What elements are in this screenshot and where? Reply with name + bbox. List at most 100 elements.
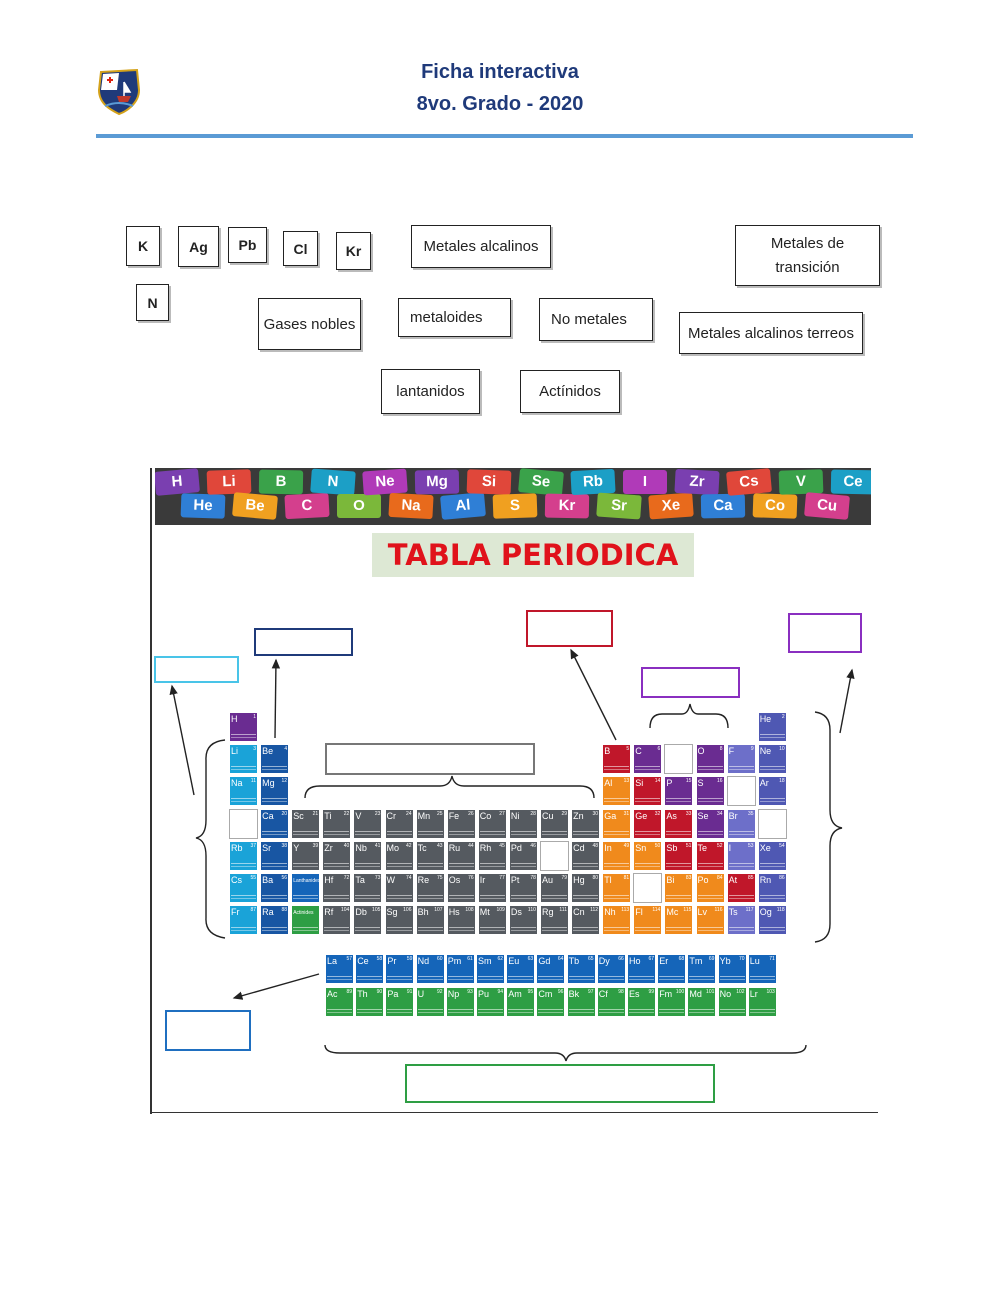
sheet-frame-bottom [150,1112,878,1113]
chip-ag[interactable]: Ag [178,226,219,267]
chip-alcalinos-terreos[interactable]: Metales alcalinos terreos [679,312,863,354]
element-cell-blank[interactable] [540,840,569,871]
element-cell-blank[interactable] [726,776,756,807]
chip-metales-alcalinos[interactable]: Metales alcalinos [411,225,551,268]
chip-metaloides[interactable]: metaloides [398,298,511,337]
drop-zone-transition-metals[interactable] [325,743,535,775]
chip-metales-transicion[interactable]: Metales de transición [735,225,880,286]
drop-zone-alkaline-earth[interactable] [254,628,353,656]
chip-lantanidos[interactable]: lantanidos [381,369,480,414]
chip-pb[interactable]: Pb [228,227,267,263]
chip-n[interactable]: N [136,284,169,321]
chip-no-metales[interactable]: No metales [539,298,653,341]
element-cell-blank[interactable] [633,873,663,903]
drop-zone-metalloids[interactable] [526,610,613,647]
school-crest-logo [95,66,143,116]
drop-zone-actinides[interactable] [405,1064,715,1103]
drop-zone-alkali[interactable] [154,656,239,683]
element-cell-blank[interactable] [229,808,258,839]
drop-zone-noble-gases[interactable] [788,613,862,653]
worksheet-title: Ficha interactiva [421,61,579,83]
element-cell-actinides: Actinides [291,905,321,936]
chip-kr[interactable]: Kr [336,232,371,270]
worksheet-subtitle: 8vo. Grado - 2020 [416,93,584,115]
element-cell-blank[interactable] [664,744,694,775]
chip-cl[interactable]: Cl [283,231,318,266]
chip-k[interactable]: K [126,226,160,266]
chip-gases-nobles[interactable]: Gases nobles [258,298,361,350]
element-cell-blank[interactable] [757,808,787,839]
drop-zone-nonmetals[interactable] [641,667,740,698]
chip-actinidos[interactable]: Actínidos [520,370,620,413]
drop-zone-lanthanides[interactable] [165,1010,251,1051]
